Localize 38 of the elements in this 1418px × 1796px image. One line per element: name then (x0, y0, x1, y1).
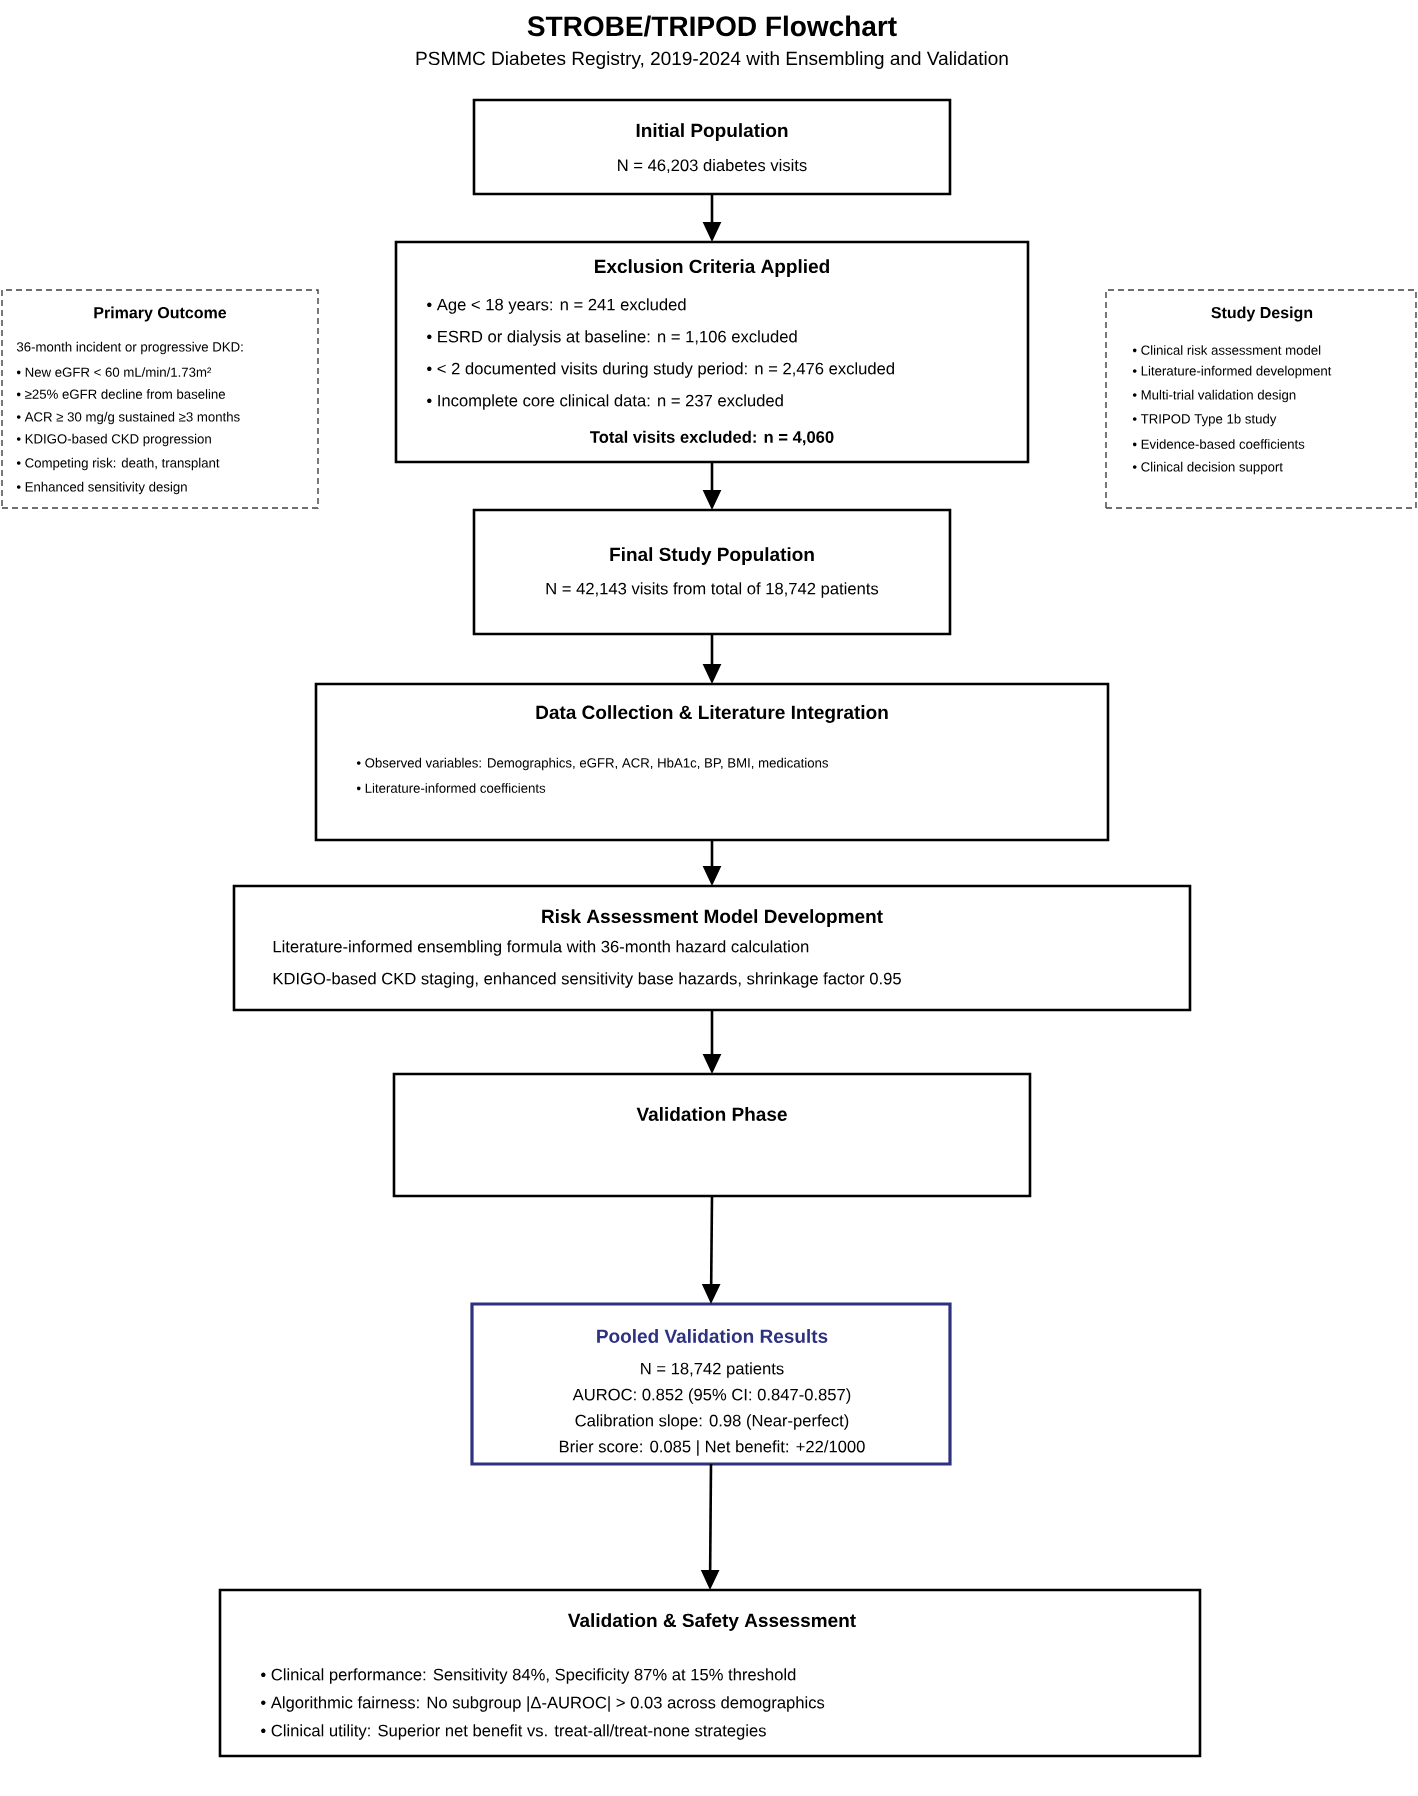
box-heading: Primary Outcome (94, 306, 227, 322)
box-text: KDIGO-based CKD staging, enhanced sensitivity base hazards, shrinkage factor 0.95 (273, 972, 901, 988)
bullet-item: • Incomplete core clinical data: n = 237 excluded (427, 394, 783, 410)
bullet-item: • Age < 18 years: n = 241 excluded (427, 298, 686, 314)
results-box (470, 1302, 952, 1466)
bullet-item: • Algorithmic fairness: No subgroup |Δ-AUROC| > 0.03 across demographics (261, 1696, 825, 1712)
bullet-item: • Clinical performance: Sensitivity 84%, Specificity 87% at 15% threshold (261, 1668, 796, 1684)
process-box (472, 98, 952, 196)
box-heading: Validation & Safety Assessment (568, 1613, 856, 1631)
total-line: Total visits excluded: n = 4,060 (590, 430, 834, 446)
subtitle: PSMMC Diabetes Registry, 2019-2024 with Ensembling and Validation (416, 51, 1008, 69)
note-box (1105, 289, 1417, 509)
box-text: Brier score: 0.085 | Net benefit: +22/1000 (559, 1440, 865, 1456)
process-box (394, 240, 1030, 464)
process-box (314, 682, 1110, 842)
box-heading: Validation Phase (636, 1107, 787, 1121)
box-heading: Exclusion Criteria Applied (595, 259, 829, 277)
process-box (392, 1072, 1032, 1198)
box-heading: Study Design (1211, 306, 1313, 322)
box-heading: Data Collection & Literature Integration (536, 705, 888, 723)
process-box (218, 1588, 1202, 1758)
process-box (472, 508, 952, 636)
box-text: N = 18,742 patients (641, 1362, 784, 1378)
box-text: N = 42,143 visits from total of 18,742 patients (546, 582, 879, 598)
bullet-item: • ESRD or dialysis at baseline: n = 1,106 excluded (427, 330, 797, 346)
box-text: Literature-informed ensembling formula with 36-month hazard calculation (273, 940, 809, 956)
box-heading: Risk Assessment Model Development (542, 909, 883, 927)
box-text: N = 46,203 diabetes visits (618, 158, 807, 174)
box-text: AUROC: 0.852 (95% CI: 0.847-0.857) (572, 1388, 851, 1404)
box-heading: Initial Population (636, 123, 788, 141)
bullet-item: • < 2 documented visits during study period: n = 2,476 excluded (427, 362, 894, 378)
title: STROBE/TRIPOD Flowchart (527, 15, 897, 37)
box-text: Calibration slope: 0.98 (Near-perfect) (575, 1414, 849, 1430)
process-box (232, 884, 1192, 1012)
note-box (1, 289, 319, 509)
box-heading: Pooled Validation Results (597, 1329, 828, 1343)
bullet-item: • Clinical utility: Superior net benefit vs. treat-all/treat-none strategies (261, 1724, 766, 1740)
box-heading: Final Study Population (610, 547, 814, 565)
